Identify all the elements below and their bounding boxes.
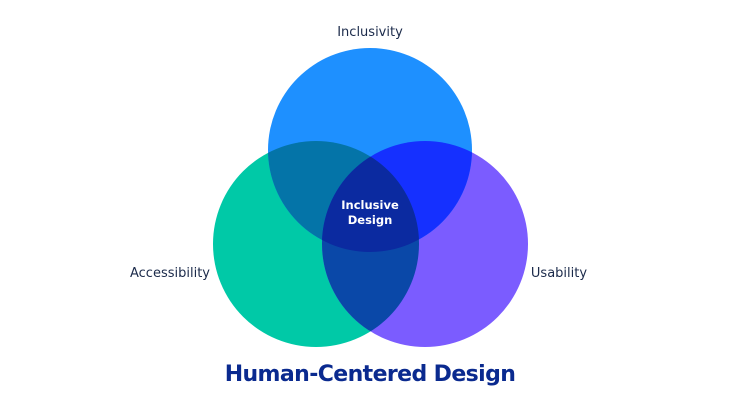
label-usability: Usability: [531, 266, 587, 281]
label-accessibility: Accessibility: [130, 266, 210, 281]
overlap-all: [322, 141, 419, 252]
label-inclusivity: Inclusivity: [337, 25, 403, 40]
diagram-title: Human-Centered Design: [224, 362, 516, 387]
center-label-line1: Inclusive: [341, 198, 399, 212]
center-label-line2: Design: [348, 213, 393, 227]
